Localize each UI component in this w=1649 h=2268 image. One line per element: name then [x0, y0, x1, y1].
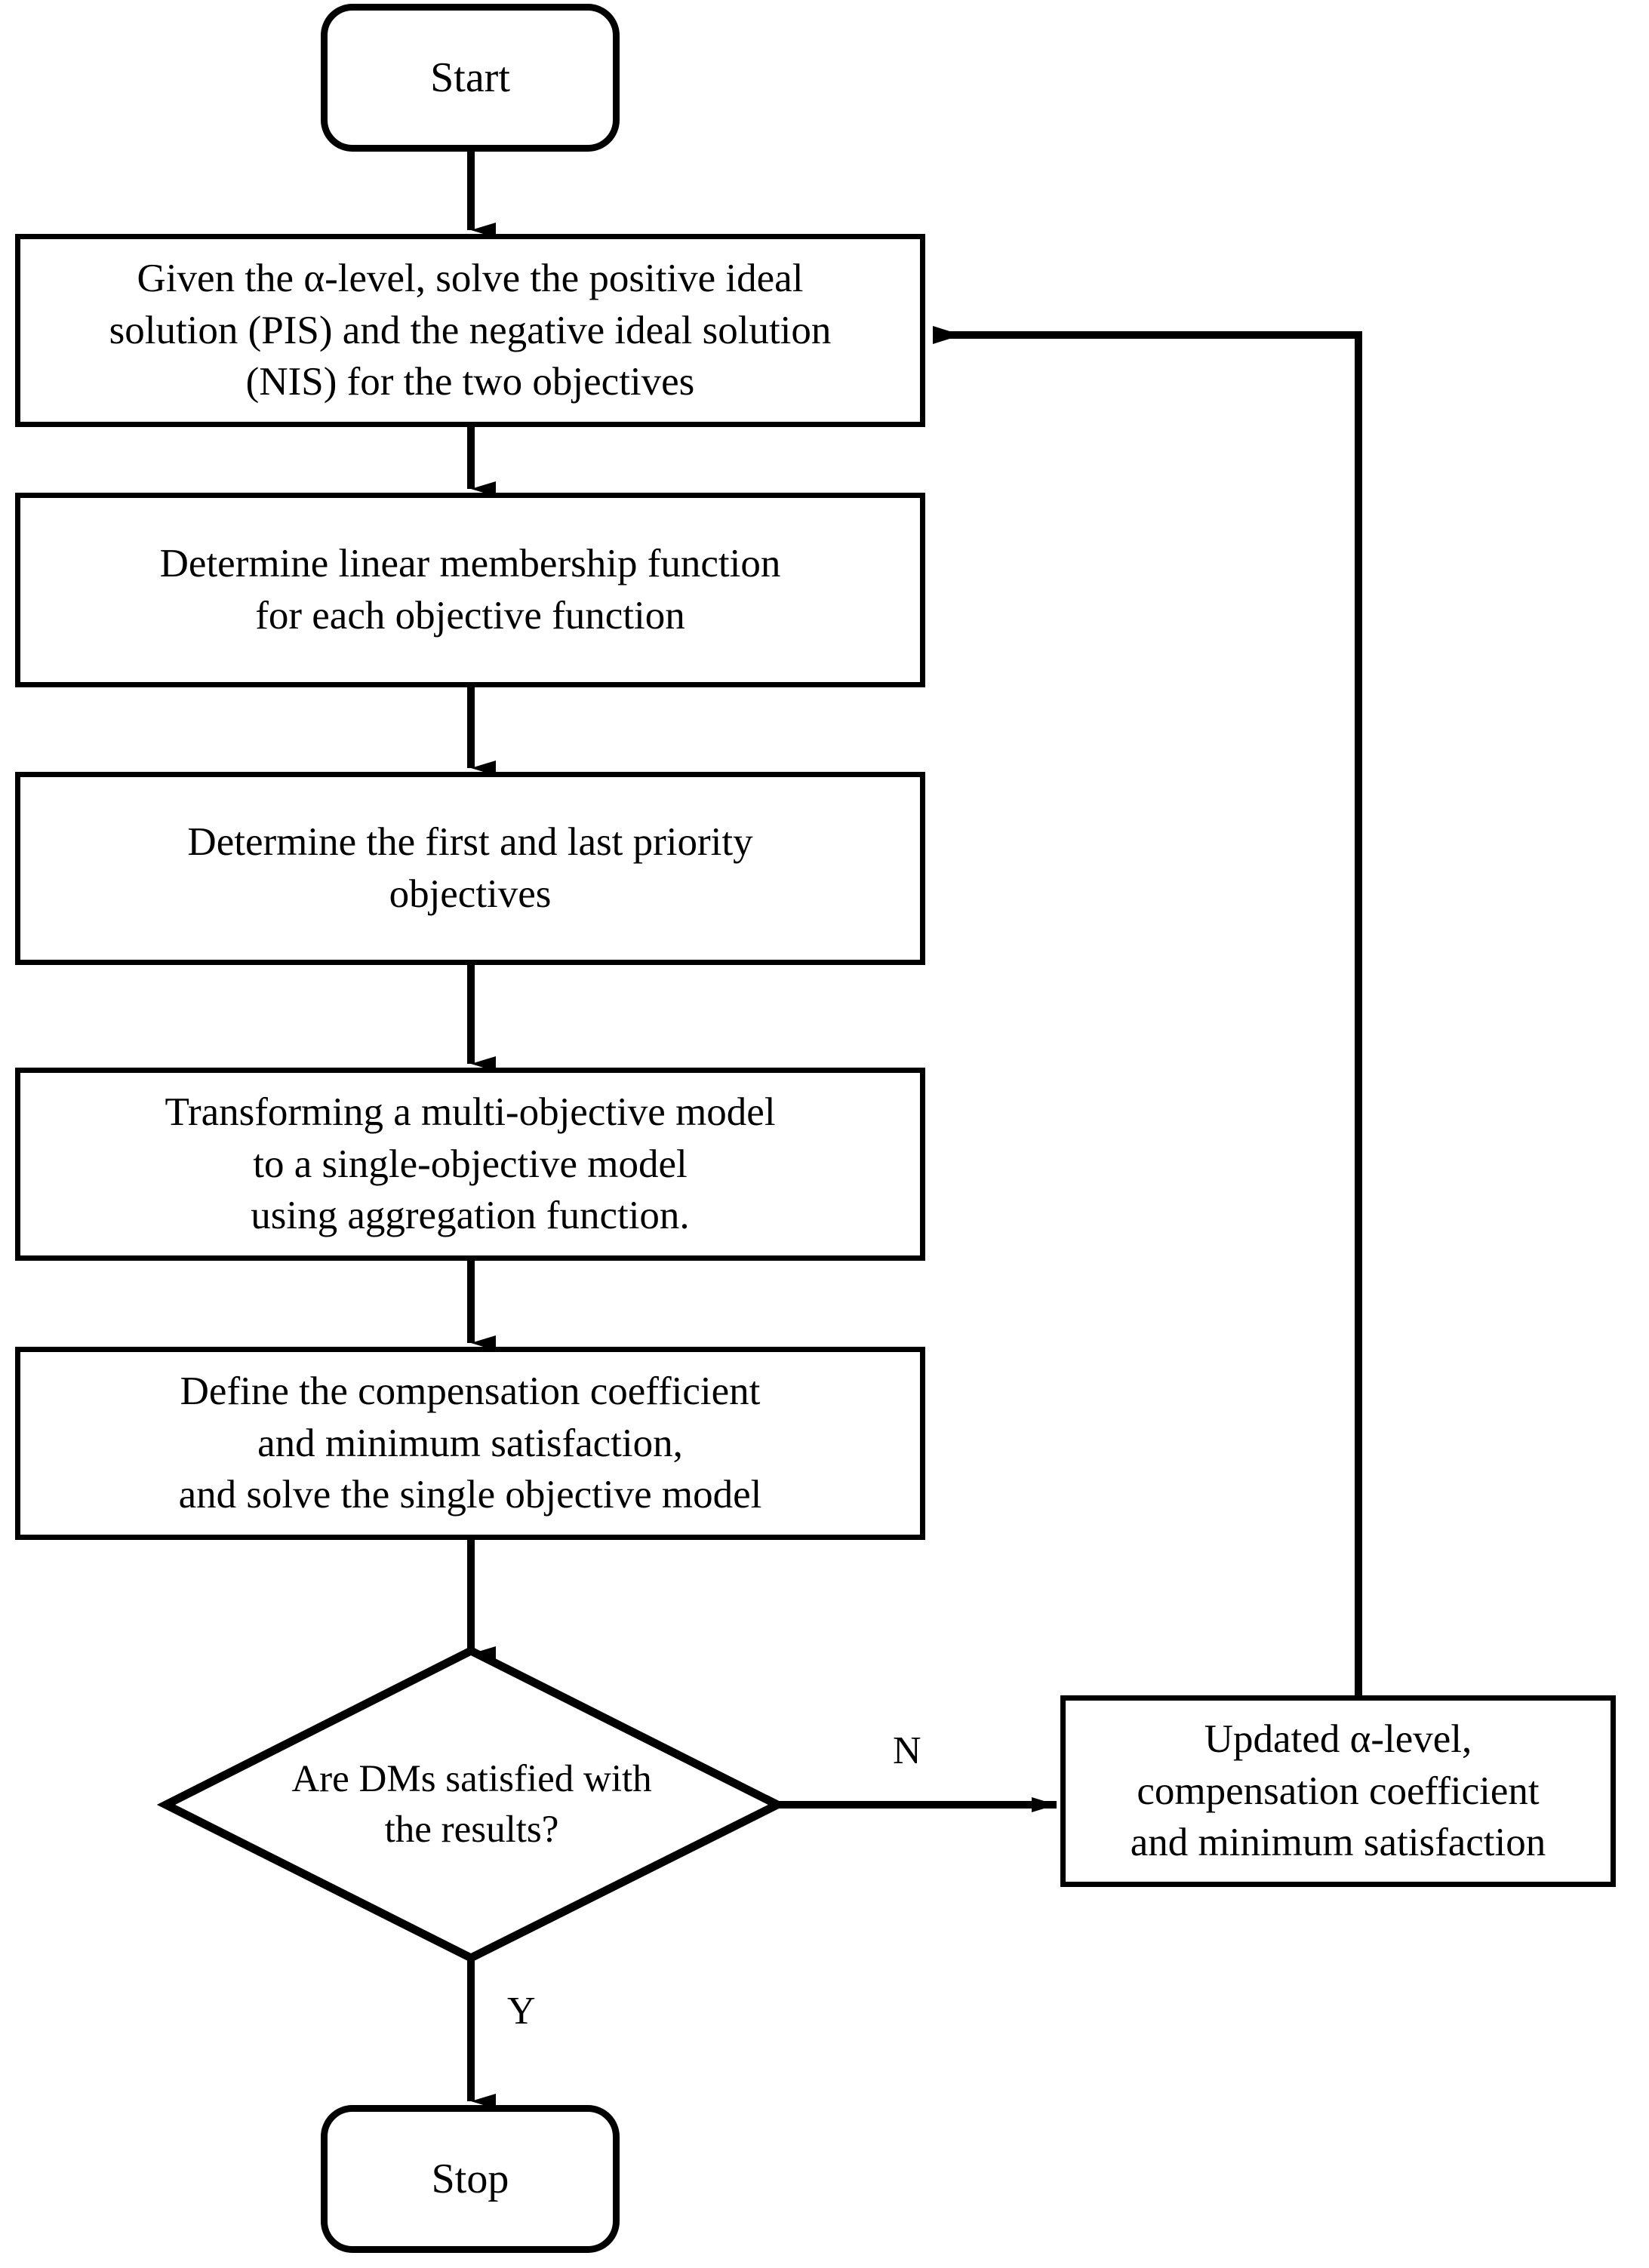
node-update-label: Updated α-level, compensation coefficien…	[1130, 1716, 1546, 1865]
node-decision-label: Are DMs satisfied with the results?	[291, 1758, 652, 1851]
node-step1-alpha-level[interactable]: Given the α-level, solve the positive id…	[15, 234, 925, 427]
node-step1-label: Given the α-level, solve the positive id…	[109, 256, 832, 404]
decision-diamond-outline	[156, 1646, 787, 1963]
node-step3-priority-objectives[interactable]: Determine the first and last priority ob…	[15, 772, 925, 965]
node-start-label: Start	[430, 54, 510, 101]
node-stop-label: Stop	[431, 2155, 509, 2202]
connector-update-feedback-to-step1	[933, 326, 1362, 1695]
node-step4-transform-model[interactable]: Transforming a multi-objective model to …	[15, 1068, 925, 1261]
node-step5-label: Define the compensation coefficient and …	[178, 1369, 762, 1517]
edge-label-yes: Y	[507, 1990, 536, 2033]
node-step4-label: Transforming a multi-objective model to …	[165, 1089, 776, 1238]
node-stop[interactable]: Stop	[321, 2105, 620, 2253]
node-update-parameters[interactable]: Updated α-level, compensation coefficien…	[1060, 1695, 1616, 1887]
node-decision-dms-satisfied[interactable]: Are DMs satisfied with the results?	[166, 1651, 777, 1958]
node-step5-compensation-coefficient[interactable]: Define the compensation coefficient and …	[15, 1347, 925, 1540]
node-step2-label: Determine linear membership function for…	[159, 542, 781, 638]
edge-label-no: N	[893, 1729, 921, 1772]
node-step3-label: Determine the first and last priority ob…	[187, 820, 753, 916]
node-start[interactable]: Start	[321, 4, 620, 152]
node-step2-membership-function[interactable]: Determine linear membership function for…	[15, 493, 925, 687]
